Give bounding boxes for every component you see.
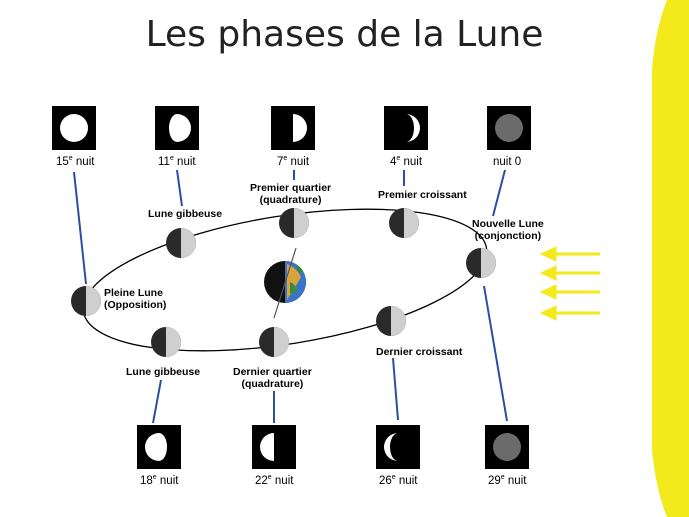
orbit-moon-first-crescent — [389, 208, 419, 238]
label-full-moon: Pleine Lune(Opposition) — [104, 287, 167, 311]
label-new-moon: Nouvelle Lune(conjonction) — [472, 218, 544, 242]
first-quarter-icon — [271, 106, 315, 150]
waning-gibbous-icon — [137, 425, 181, 469]
arrow-icon — [539, 284, 600, 300]
orbit-moon-gibbous-bottom — [151, 327, 181, 357]
night-label-11: 11e nuit — [158, 155, 196, 168]
orbit-moons — [71, 208, 496, 357]
night-label-29: 29e nuit — [488, 474, 527, 487]
new-moon-icon — [485, 425, 529, 469]
label-gibbous-top: Lune gibbeuse — [148, 208, 223, 220]
night-label-7: 7e nuit — [277, 155, 310, 168]
arrow-icon — [539, 246, 600, 262]
page-title: Les phases de la Lune — [145, 14, 544, 55]
label-last-quarter: Dernier quartier(quadrature) — [233, 366, 312, 390]
night-label-4: 4e nuit — [390, 155, 423, 168]
last-quarter-icon — [252, 425, 296, 469]
waxing-gibbous-icon — [155, 106, 199, 150]
night-label-18: 18e nuit — [140, 474, 179, 487]
orbit-moon-last-quarter — [259, 327, 289, 357]
waning-crescent-icon — [376, 425, 420, 469]
night-label-22: 22e nuit — [255, 474, 294, 487]
orbit-moon-full — [71, 286, 101, 316]
label-last-crescent: Dernier croissant — [376, 346, 463, 358]
orbit-moon-first-quarter — [279, 208, 309, 238]
arrow-icon — [539, 265, 600, 281]
new-moon-icon — [487, 106, 531, 150]
night-label-15: 15e nuit — [56, 155, 95, 168]
orbit-moon-gibbous-top — [166, 228, 196, 258]
label-first-crescent: Premier croissant — [378, 189, 467, 201]
connector-lines — [73, 169, 508, 424]
full-moon-icon — [52, 106, 96, 150]
label-gibbous-bottom: Lune gibbeuse — [126, 366, 201, 378]
waxing-crescent-icon — [384, 106, 428, 150]
night-label-26: 26e nuit — [379, 474, 418, 487]
arrow-icon — [539, 305, 600, 321]
label-first-quarter: Premier quartier(quadrature) — [250, 182, 332, 206]
earth — [264, 247, 306, 319]
night-label-0: nuit 0 — [493, 155, 522, 168]
sun-shape — [652, 0, 689, 517]
orbit-moon-new — [466, 248, 496, 278]
orbit-moon-last-crescent — [376, 306, 406, 336]
sunlight-arrows — [539, 246, 600, 321]
